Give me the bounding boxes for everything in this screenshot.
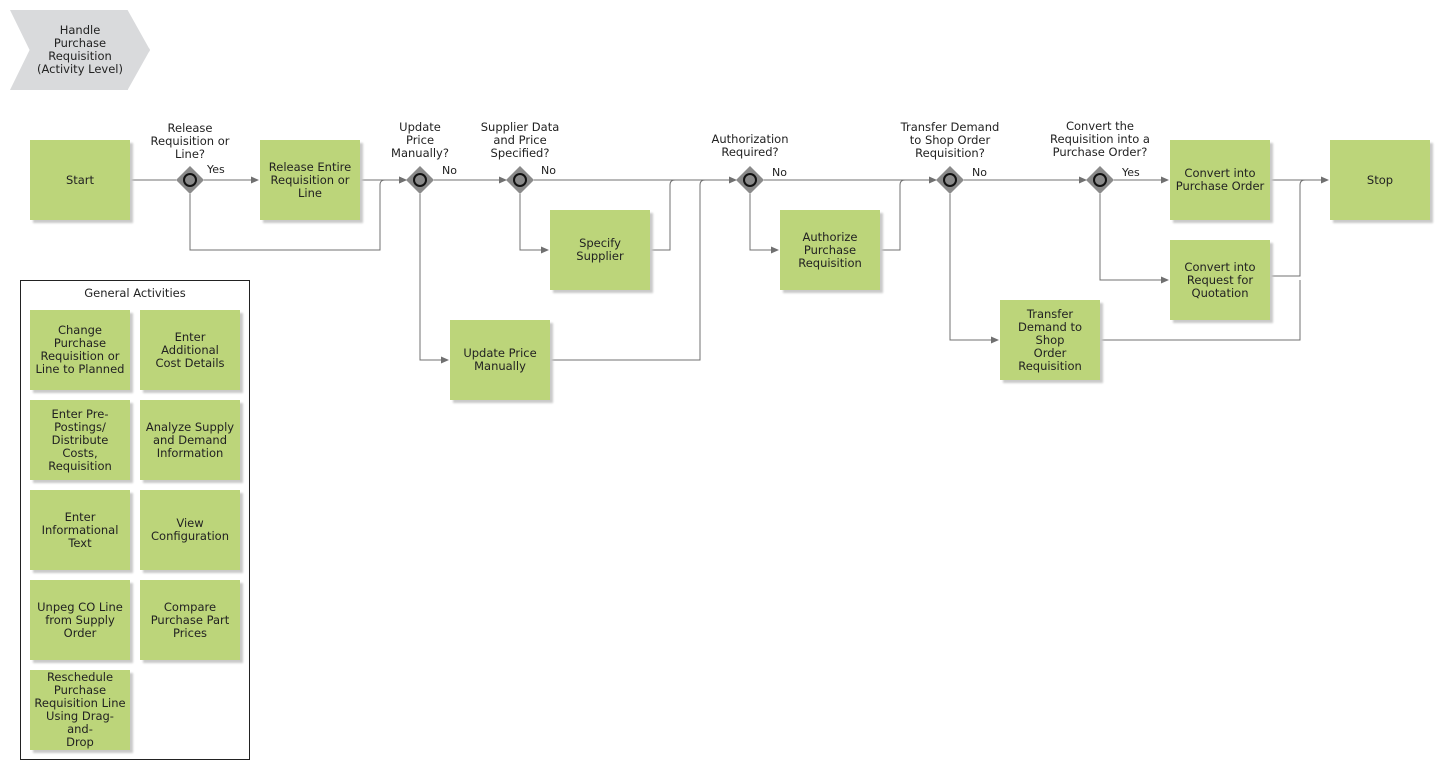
activity-specify-supplier[interactable]: Specify Supplier (550, 210, 650, 290)
general-activity[interactable]: Reschedule Purchase Requisition Line Usi… (30, 670, 130, 750)
activity-update-price[interactable]: Update Price Manually (450, 320, 550, 400)
general-activity[interactable]: Enter Pre- Postings/ Distribute Costs, R… (30, 400, 130, 480)
general-activity[interactable]: Enter Informational Text (30, 490, 130, 570)
gateway-label-authorization: Authorization Required? (711, 132, 789, 159)
flow-label-convert-yes: Yes (1122, 166, 1140, 179)
process-title: Handle Purchase Requisition (Activity Le… (37, 23, 123, 76)
activity-stop[interactable]: Stop (1330, 140, 1430, 220)
general-activity[interactable]: Unpeg CO Line from Supply Order (30, 580, 130, 660)
general-activity[interactable]: Enter Additional Cost Details (140, 310, 240, 390)
gateway-label-convert: Convert the Requisition into a Purchase … (1050, 119, 1150, 159)
gateway-authorization (736, 166, 764, 194)
gateway-convert (1086, 166, 1114, 194)
activity-start[interactable]: Start (30, 140, 130, 220)
gateway-supplier (506, 166, 534, 194)
gateway-update-price (406, 166, 434, 194)
gateway-transfer (936, 166, 964, 194)
gateway-label-transfer: Transfer Demand to Shop Order Requisitio… (900, 120, 1000, 160)
flow-label-release-yes: Yes (207, 163, 225, 176)
general-activity[interactable]: Analyze Supply and Demand Information (140, 400, 240, 480)
activity-transfer[interactable]: Transfer Demand to Shop Order Requisitio… (1000, 300, 1100, 380)
activity-authorize[interactable]: Authorize Purchase Requisition (780, 210, 880, 290)
general-activity[interactable]: Change Purchase Requisition or Line to P… (30, 310, 130, 390)
gateway-label-release: Release Requisition or Line? (150, 121, 230, 161)
activity-release[interactable]: Release Entire Requisition or Line (260, 140, 360, 220)
flow-label-update-no: No (442, 164, 457, 177)
process-chevron (10, 10, 150, 90)
flow-label-supplier-no: No (541, 164, 556, 177)
gateway-label-update-price: Update Price Manually? (391, 120, 449, 160)
flow-label-auth-no: No (772, 166, 787, 179)
gateway-label-supplier: Supplier Data and Price Specified? (480, 120, 560, 160)
general-activities-title: General Activities (84, 286, 186, 300)
general-activity[interactable]: Compare Purchase Part Prices (140, 580, 240, 660)
flow-label-transfer-no: No (972, 166, 987, 179)
general-activity[interactable]: View Configuration (140, 490, 240, 570)
activity-convert-rfq[interactable]: Convert into Request for Quotation (1170, 240, 1270, 320)
activity-convert-po[interactable]: Convert into Purchase Order (1170, 140, 1270, 220)
gateway-release (176, 166, 204, 194)
